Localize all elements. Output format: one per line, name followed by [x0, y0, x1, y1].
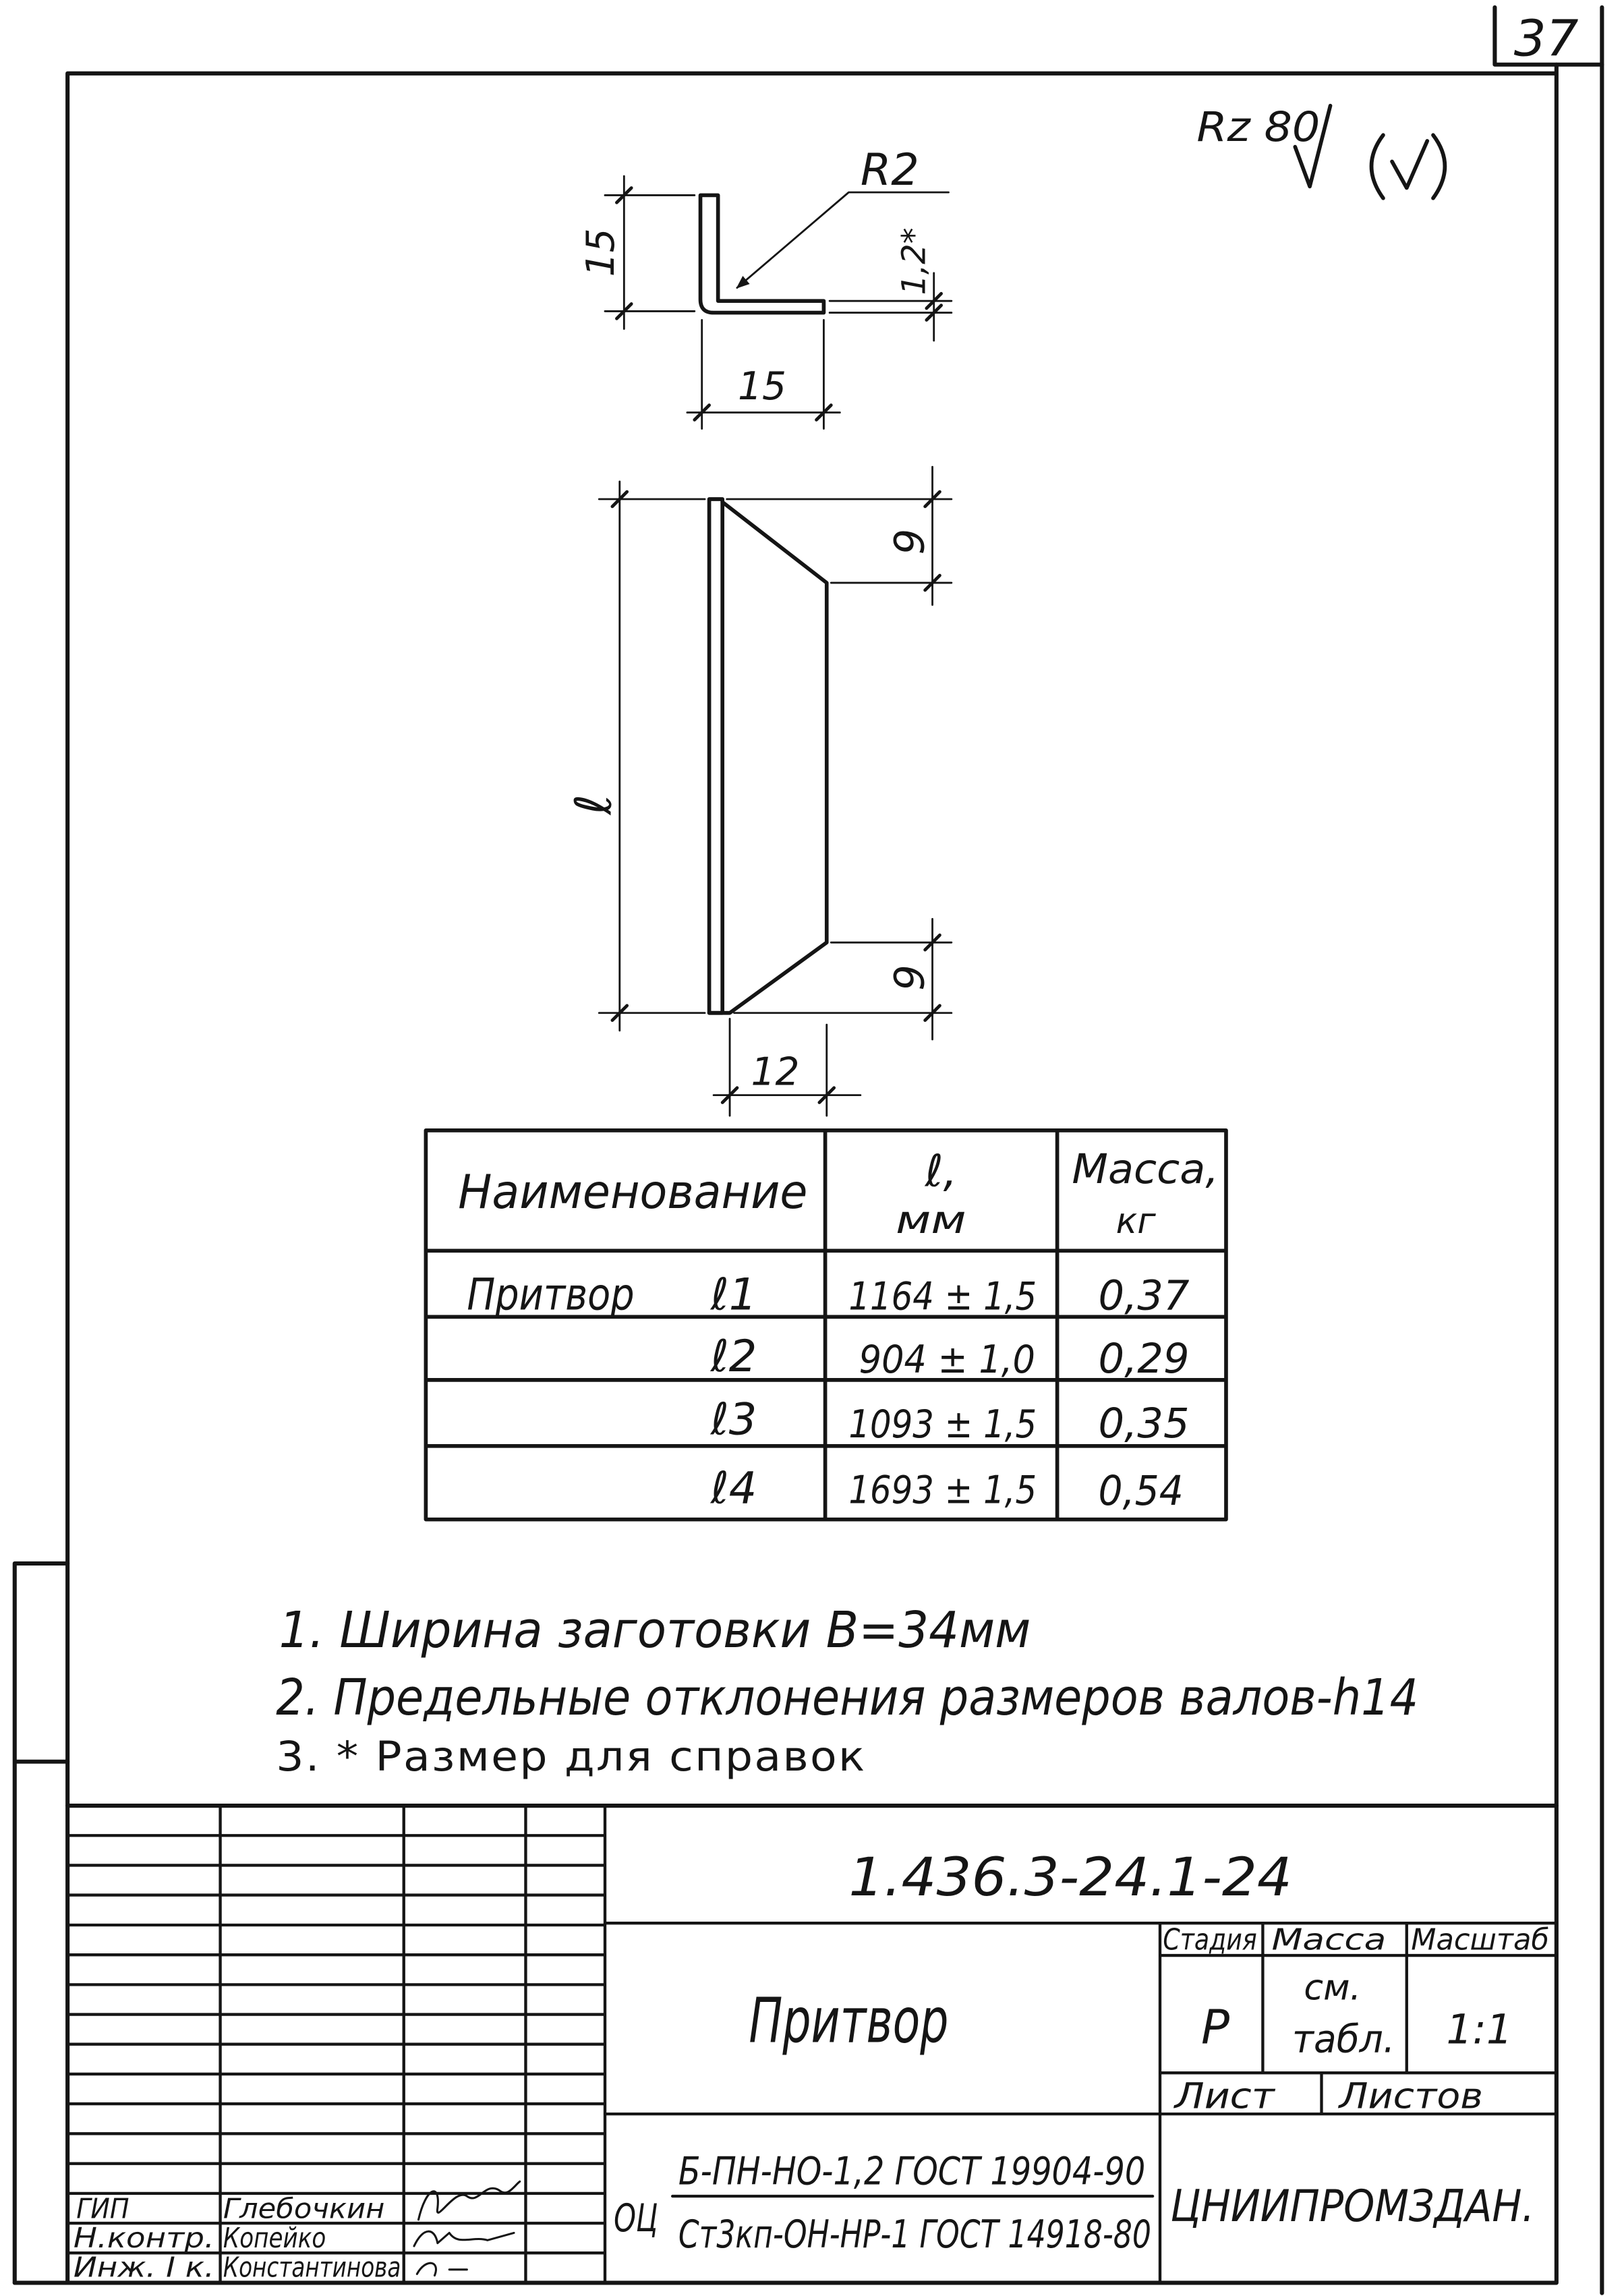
table-row-mass: 0,37	[1099, 1271, 1190, 1319]
material-profile: Б-ПН-НО-1,2 ГОСТ 19904-90	[678, 2150, 1145, 2194]
signature-role: Инж. I к.	[74, 2251, 214, 2284]
handwritten-signature	[415, 2262, 468, 2277]
material-grade: Ст3кп-ОН-НР-1 ГОСТ 14918-80	[678, 2212, 1151, 2257]
table-row-length: 1164 ± 1,5	[848, 1274, 1037, 1319]
height-dimension-lines	[604, 175, 696, 330]
thickness-dimension-ticks	[925, 291, 943, 322]
roughness-value: Rz 80	[1196, 103, 1320, 151]
organization-name: ЦНИИПРОМЗДАН.	[1170, 2181, 1534, 2232]
length-dimension-lines	[598, 480, 706, 1032]
table-row-mass: 0,35	[1099, 1400, 1190, 1447]
top-chamfer-dimension-label: 9	[886, 529, 933, 555]
mass-label: Масса	[1271, 1923, 1386, 1957]
bottom-chamfer-dimension-label: 9	[886, 965, 933, 991]
length-dimension-label: ℓ	[565, 794, 623, 816]
radius-leader	[736, 191, 950, 289]
table-row-length: 1693 ± 1,5	[848, 1468, 1037, 1513]
flange-edge	[707, 497, 725, 1015]
title-block-left-grid	[65, 1804, 607, 2285]
chamfer-width-dimension-label: 12	[751, 1050, 800, 1094]
chamfer-width-dimension-lines	[712, 1018, 862, 1117]
main-border	[12, 62, 1559, 2285]
table-header-name: Наименование	[458, 1165, 807, 1219]
radius-label: R2	[861, 144, 919, 196]
spec-table: Наименование ℓ, мм Масса, кг Притвор ℓ1 …	[424, 1128, 1228, 1522]
height-dimension-ticks	[615, 186, 633, 320]
drawing-designation: 1.436.3-24.1-24	[848, 1847, 1292, 1908]
roughness-bracket-check-icon	[1369, 133, 1447, 200]
sheet-number: 37	[1514, 10, 1579, 68]
table-row-length: 1093 ± 1,5	[848, 1402, 1037, 1447]
sheet-frame: 37	[12, 5, 1604, 2295]
table-header-mass-unit: кг	[1116, 1201, 1157, 1242]
left-binding-strip	[12, 1561, 70, 2285]
table-row-mark: ℓ3	[710, 1394, 757, 1445]
scale-label: Масштаб	[1411, 1923, 1549, 1957]
thickness-dimension-label: 1,2*	[896, 227, 933, 295]
sheet-number-box	[1492, 5, 1604, 67]
table-row-mass: 0,54	[1099, 1467, 1184, 1515]
top-chamfer-dimension-ticks	[923, 490, 941, 592]
angle-profile	[698, 193, 826, 315]
length-dimension-ticks	[610, 490, 629, 1023]
stage-value: Р	[1201, 2001, 1229, 2055]
signature-role: ГИП	[76, 2193, 129, 2225]
table-row-name: Притвор	[467, 1269, 634, 1320]
table-header-mass: Масса,	[1072, 1145, 1219, 1193]
signature-name: Константинова	[223, 2251, 401, 2284]
part-name: Притвор	[749, 1984, 948, 2057]
note-item: 1. Ширина заготовки В=34мм	[279, 1601, 1031, 1659]
roughness-symbol: Rz 80	[1196, 103, 1447, 200]
plate-contour	[707, 500, 829, 1015]
stage-label: Стадия	[1163, 1923, 1256, 1957]
bottom-chamfer-dimension-ticks	[923, 934, 941, 1023]
mass-value-line2: табл.	[1292, 2017, 1395, 2062]
table-header-length-unit: мм	[896, 1198, 966, 1242]
handwritten-signature	[413, 2230, 515, 2247]
mass-value-line1: см.	[1304, 1968, 1361, 2008]
table-row-mark: ℓ4	[710, 1463, 757, 1514]
title-block: 1.436.3-24.1-24 Притвор Стадия Масса Мас…	[65, 1804, 1559, 2285]
roughness-check-icon	[1293, 103, 1333, 189]
material-prefix: ОЦ	[614, 2196, 658, 2241]
note-item: 2. Предельные отклонения размеров валов-…	[276, 1669, 1418, 1727]
table-row-mark: ℓ2	[710, 1331, 757, 1382]
scale-value: 1:1	[1447, 2006, 1513, 2054]
title-block-right-grid	[603, 1921, 1559, 2285]
width-dimension-ticks	[693, 403, 833, 422]
side-view: ℓ 9 9 12	[565, 465, 953, 1117]
table-row-mark: ℓ1	[710, 1269, 757, 1320]
thickness-dimension-lines	[828, 272, 953, 342]
width-dimension-label: 15	[738, 364, 786, 409]
sheet-label: Лист	[1173, 2076, 1276, 2117]
section-view: 15 R2 1,2* 15	[579, 144, 953, 430]
table-header-length: ℓ,	[925, 1146, 958, 1197]
signature-role: Н.контр.	[74, 2222, 214, 2254]
sheets-label: Листов	[1337, 2076, 1483, 2117]
chamfer-width-dimension-ticks	[720, 1086, 836, 1104]
technical-notes: 1. Ширина заготовки В=34мм 2. Предельные…	[276, 1601, 1418, 1781]
note-item: 3. * Размер для справок	[276, 1733, 866, 1781]
table-row-mass: 0,29	[1099, 1335, 1190, 1383]
signature-name: Копейко	[223, 2222, 326, 2254]
spec-table-grid	[424, 1128, 1228, 1522]
signature-name: Глебочкин	[223, 2193, 384, 2225]
height-dimension-label: 15	[579, 228, 623, 277]
table-row-length: 904 ± 1,0	[859, 1338, 1035, 1382]
handwritten-signature	[417, 2180, 521, 2221]
